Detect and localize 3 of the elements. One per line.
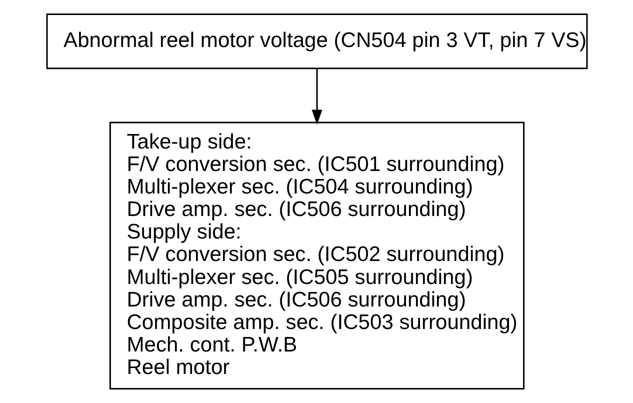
arrow — [311, 68, 322, 125]
node-box: Take-up side: F/V conversion sec. (IC501 surrounding) Multi-plexer sec. (IC504 surrounding) Drive amp. sec. (IC506 surrounding) Supply side: F/V conversion sec. (IC502 surrounding) Multi-plexer sec. (IC505 surrounding) Drive amp. sec. (IC506 surrounding) Composite amp. sec. (IC503 surrounding) Mech. cont. P.W.B Reel motor — [108, 122, 524, 390]
node-box: Abnormal reel motor voltage (CN504 pin 3 VT, pin 7 VS) — [46, 13, 588, 70]
